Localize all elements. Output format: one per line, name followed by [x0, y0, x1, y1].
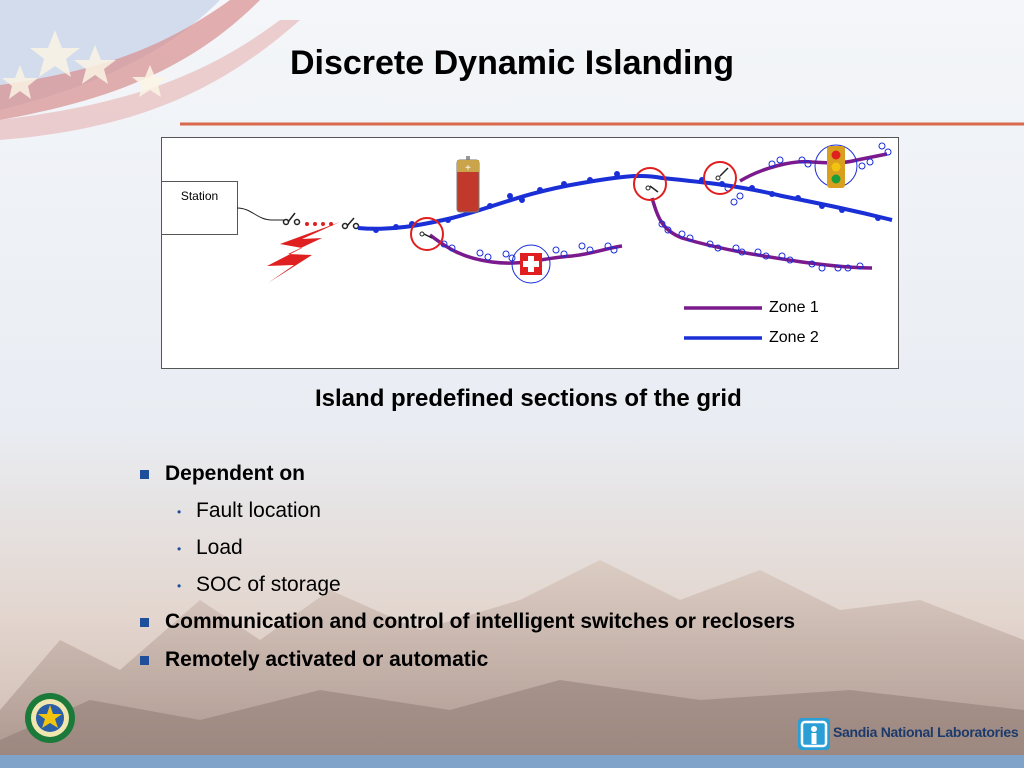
bullet-text: Remotely activated or automatic: [165, 648, 489, 671]
bullet-text: Communication and control of intelligent…: [165, 610, 796, 633]
station-switch-icon: [282, 212, 360, 230]
traffic-light-icon: [814, 144, 858, 188]
diagram-caption: Island predefined sections of the grid: [315, 385, 742, 412]
bullet-text: Dependent on: [165, 462, 305, 485]
bullet-square-icon: [140, 618, 149, 627]
legend-zone1-label: Zone 1: [769, 299, 819, 316]
switch-icon: [410, 161, 737, 251]
sub-bullet-text: SOC of storage: [196, 573, 341, 596]
zone1-right-branch: [650, 197, 873, 270]
zone2-feeder-line: [357, 173, 893, 231]
sandia-wordmark: Sandia National Laboratories: [833, 724, 1019, 740]
footer-bar: [0, 755, 1024, 768]
svg-text:+: +: [465, 163, 471, 174]
station-label: Station: [180, 189, 219, 203]
diagram-legend: [684, 306, 762, 340]
load-circles: [440, 142, 892, 272]
hospital-cross-icon: [511, 244, 551, 284]
bullet-dot-icon: •: [177, 542, 182, 556]
station-box: Station: [162, 181, 238, 235]
slide-title: Discrete Dynamic Islanding: [289, 44, 735, 82]
grid-diagram: Station: [161, 137, 899, 369]
bullet-square-icon: [140, 656, 149, 665]
sub-bullet-text: Load: [196, 536, 243, 559]
bullet-dot-icon: •: [177, 505, 182, 519]
sandia-logo-icon: [798, 718, 830, 750]
doe-seal-logo: [25, 693, 75, 743]
battery-icon: +: [456, 156, 480, 213]
bullet-dot-icon: •: [177, 579, 182, 593]
sub-bullet-text: Fault location: [196, 499, 321, 522]
bullet-square-icon: [140, 470, 149, 479]
legend-zone2-label: Zone 2: [769, 329, 819, 346]
grid-diagram-svg: +: [236, 142, 893, 340]
lightning-bolt-icon: [267, 222, 340, 283]
fault-dots: [305, 222, 333, 226]
